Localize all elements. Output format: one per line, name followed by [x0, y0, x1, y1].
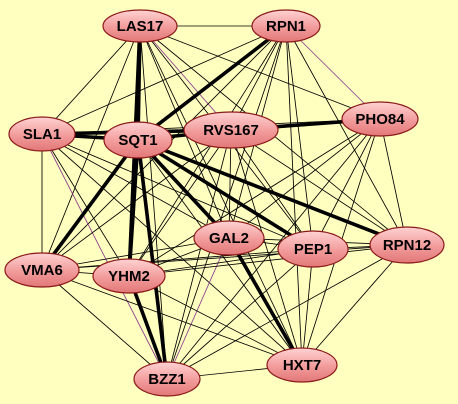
edge-rpn1-hxt7	[285, 25, 303, 366]
edge-pho84-yhm2	[128, 118, 381, 277]
node-ellipse	[4, 252, 80, 288]
node-label: HXT7	[283, 357, 321, 374]
edge-pho84-rpn12	[379, 118, 408, 246]
edge-rvs167-pep1	[230, 129, 314, 250]
node-label: RVS167	[203, 122, 259, 139]
node-label: PEP1	[294, 241, 332, 258]
node-ellipse	[251, 9, 321, 43]
edge-las17-hxt7	[139, 25, 303, 366]
node-label: BZZ1	[148, 371, 186, 388]
node-rvs167[interactable]: RVS167	[183, 111, 279, 149]
node-vma6[interactable]: VMA6	[4, 252, 80, 288]
edge-pho84-gal2	[228, 118, 381, 239]
node-gal2[interactable]: GAL2	[193, 220, 265, 256]
node-ellipse	[183, 111, 279, 149]
edge-rvs167-rpn12	[230, 129, 408, 246]
node-ellipse	[8, 116, 76, 152]
node-label: LAS17	[117, 18, 164, 35]
node-yhm2[interactable]: YHM2	[92, 258, 166, 294]
node-rpn12[interactable]: RPN12	[369, 226, 445, 264]
node-label: SQT1	[118, 132, 157, 149]
node-sla1[interactable]: SLA1	[8, 116, 76, 152]
node-ellipse	[103, 121, 173, 159]
edge-las17-pho84	[139, 25, 381, 120]
node-rpn1[interactable]: RPN1	[251, 9, 321, 43]
node-ellipse	[266, 347, 338, 383]
edge-las17-sla1	[41, 25, 141, 135]
node-ellipse	[277, 230, 349, 268]
node-sqt1[interactable]: SQT1	[103, 121, 173, 159]
node-las17[interactable]: LAS17	[102, 9, 178, 43]
node-bzz1[interactable]: BZZ1	[133, 361, 201, 397]
edge-rvs167-vma6	[41, 129, 232, 271]
edge-sla1-yhm2	[41, 133, 130, 277]
edge-rpn1-rpn12	[285, 25, 408, 246]
node-label: SLA1	[23, 126, 61, 143]
node-ellipse	[193, 220, 265, 256]
edge-las17-bzz1	[139, 25, 168, 380]
node-label: RPN12	[383, 237, 431, 254]
edge-pho84-bzz1	[166, 118, 381, 380]
edge-rpn12-hxt7	[301, 244, 408, 366]
edge-sqt1-pep1	[136, 138, 315, 251]
node-ellipse	[133, 361, 201, 397]
edge-sqt1-vma6	[40, 138, 140, 272]
edge-gal2-bzz1	[166, 237, 230, 380]
node-hxt7[interactable]: HXT7	[266, 347, 338, 383]
node-pep1[interactable]: PEP1	[277, 230, 349, 268]
node-label: YHM2	[108, 268, 150, 285]
node-label: PHO84	[355, 111, 405, 128]
edge-rpn12-bzz1	[166, 244, 408, 380]
edge-las17-vma6	[41, 25, 141, 271]
edge-pep1-hxt7	[301, 248, 314, 366]
node-ellipse	[102, 9, 178, 43]
edge-rpn1-bzz1	[166, 25, 287, 380]
edge-gal2-hxt7	[227, 236, 304, 367]
edge-rpn1-pep1	[285, 25, 314, 250]
edge-rpn1-sla1	[41, 25, 287, 135]
edge-pho84-pep1	[312, 118, 381, 250]
edge-vma6-hxt7	[41, 269, 303, 366]
edge-rvs167-yhm2	[128, 129, 232, 277]
edge-rpn12-yhm2	[128, 244, 408, 277]
node-ellipse	[369, 226, 445, 264]
edge-rvs167-hxt7	[230, 129, 303, 366]
edge-sla1-bzz1	[41, 133, 168, 380]
node-pho84[interactable]: PHO84	[341, 101, 419, 137]
edge-sqt1-rpn1	[136, 24, 288, 142]
node-ellipse	[341, 101, 419, 137]
edge-sla1-pep1	[41, 133, 314, 250]
node-label: GAL2	[209, 230, 249, 247]
node-label: RPN1	[266, 18, 306, 35]
edge-sqt1-rpn12	[136, 138, 409, 247]
edge-pep1-bzz1	[166, 248, 314, 380]
edge-sqt1-bzz1	[136, 138, 169, 381]
node-ellipse	[92, 258, 166, 294]
node-label: VMA6	[21, 262, 63, 279]
edge-vma6-bzz1	[41, 269, 168, 380]
